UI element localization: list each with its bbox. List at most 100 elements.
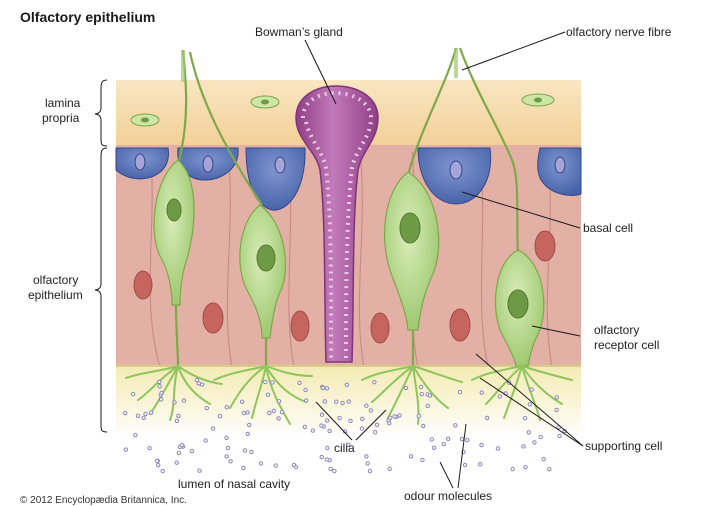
odour-molecule [522,445,525,448]
odour-molecule [369,409,372,412]
odour-molecule [463,463,466,466]
odour-molecule [225,436,228,439]
odour-molecule [498,395,501,398]
odour-molecule [333,469,336,472]
odour-molecule [442,443,445,446]
odour-molecule [271,381,274,384]
odour-molecule [250,450,253,453]
odour-molecule [248,423,251,426]
odour-molecule [528,403,531,406]
label-olfactory-epithelium-2: epithelium [28,288,83,302]
odour-molecule [148,447,151,450]
odour-molecule [388,422,391,425]
odour-molecule [150,411,153,414]
label-cilia: cilia [334,441,355,455]
odour-molecule [428,394,431,397]
odour-molecule [211,427,214,430]
label-supporting-cell: supporting cell [585,439,662,453]
odour-molecule [365,404,368,407]
odour-molecule [361,417,364,420]
odour-molecule [338,416,341,419]
odour-molecule [226,446,229,449]
label-olfactory-receptor-cell-1: olfactory [594,323,639,337]
odour-molecule [360,427,363,430]
odour-molecule [533,441,536,444]
odour-molecule [292,463,295,466]
label-lamina-propria-2: propria [42,111,80,125]
odour-molecule [321,386,324,389]
odour-molecule [177,414,180,417]
label-olfactory-receptor-cell-2: receptor cell [594,338,659,352]
odour-molecule [460,437,463,440]
odour-molecule [266,393,269,396]
odour-molecule [447,437,450,440]
diagram-title: Olfactory epithelium [20,9,155,25]
odour-molecule [242,466,245,469]
odour-molecule [328,429,331,432]
odour-molecule [347,400,350,403]
odour-molecule [320,413,323,416]
odour-molecule [274,464,277,467]
odour-molecule [398,414,401,417]
odour-molecule [555,396,558,399]
odour-molecule [480,391,483,394]
odour-molecule [246,432,249,435]
odour-molecule [426,404,429,407]
odour-molecule [417,414,420,417]
odour-molecule [404,386,407,389]
odour-molecule [479,463,482,466]
odour-molecule [180,444,183,447]
odour-molecule [454,424,457,427]
odour-molecule [246,411,249,414]
odour-molecule [527,431,530,434]
odour-molecule [280,411,283,414]
odour-molecule [320,455,323,458]
odour-molecule [329,467,332,470]
odour-molecule [304,388,307,391]
odour-molecule [160,398,163,401]
odour-molecule [124,448,127,451]
odour-molecule [142,416,145,419]
odour-molecule [419,385,422,388]
odour-molecule [430,438,433,441]
odour-molecule [201,383,204,386]
odour-molecule [349,419,352,422]
odour-molecule [229,460,232,463]
odour-molecule [466,438,469,441]
odour-molecule [225,406,228,409]
odour-molecule [155,459,158,462]
odour-molecule [124,411,127,414]
odour-molecule [190,449,193,452]
odour-molecule [277,400,280,403]
odour-molecule [175,461,178,464]
odour-molecule [530,388,533,391]
odour-molecule [325,419,328,422]
odour-molecule [268,411,271,414]
odour-molecule [325,387,328,390]
odour-molecule [548,468,551,471]
odour-molecule [323,400,326,403]
odour-molecule [205,406,208,409]
odour-molecule [368,469,371,472]
odour-molecule [144,412,147,415]
odour-molecule [558,434,561,437]
label-lamina-propria-1: lamina [45,96,81,110]
odour-molecule [496,447,499,450]
odour-molecule [242,411,245,414]
odour-molecule [539,435,542,438]
odour-molecule [259,462,262,465]
odour-molecule [345,383,348,386]
odour-molecule [458,390,461,393]
label-basal-cell: basal cell [583,221,633,235]
label-olfactory-epithelium-1: olfactory [33,273,78,287]
odour-molecule [365,455,368,458]
odour-molecule [311,429,314,432]
odour-molecule [177,451,180,454]
odour-molecule [326,446,329,449]
odour-molecule [173,401,176,404]
odour-molecule [320,424,323,427]
odour-molecule [421,458,424,461]
odour-molecule [134,434,137,437]
odour-molecule [341,401,344,404]
